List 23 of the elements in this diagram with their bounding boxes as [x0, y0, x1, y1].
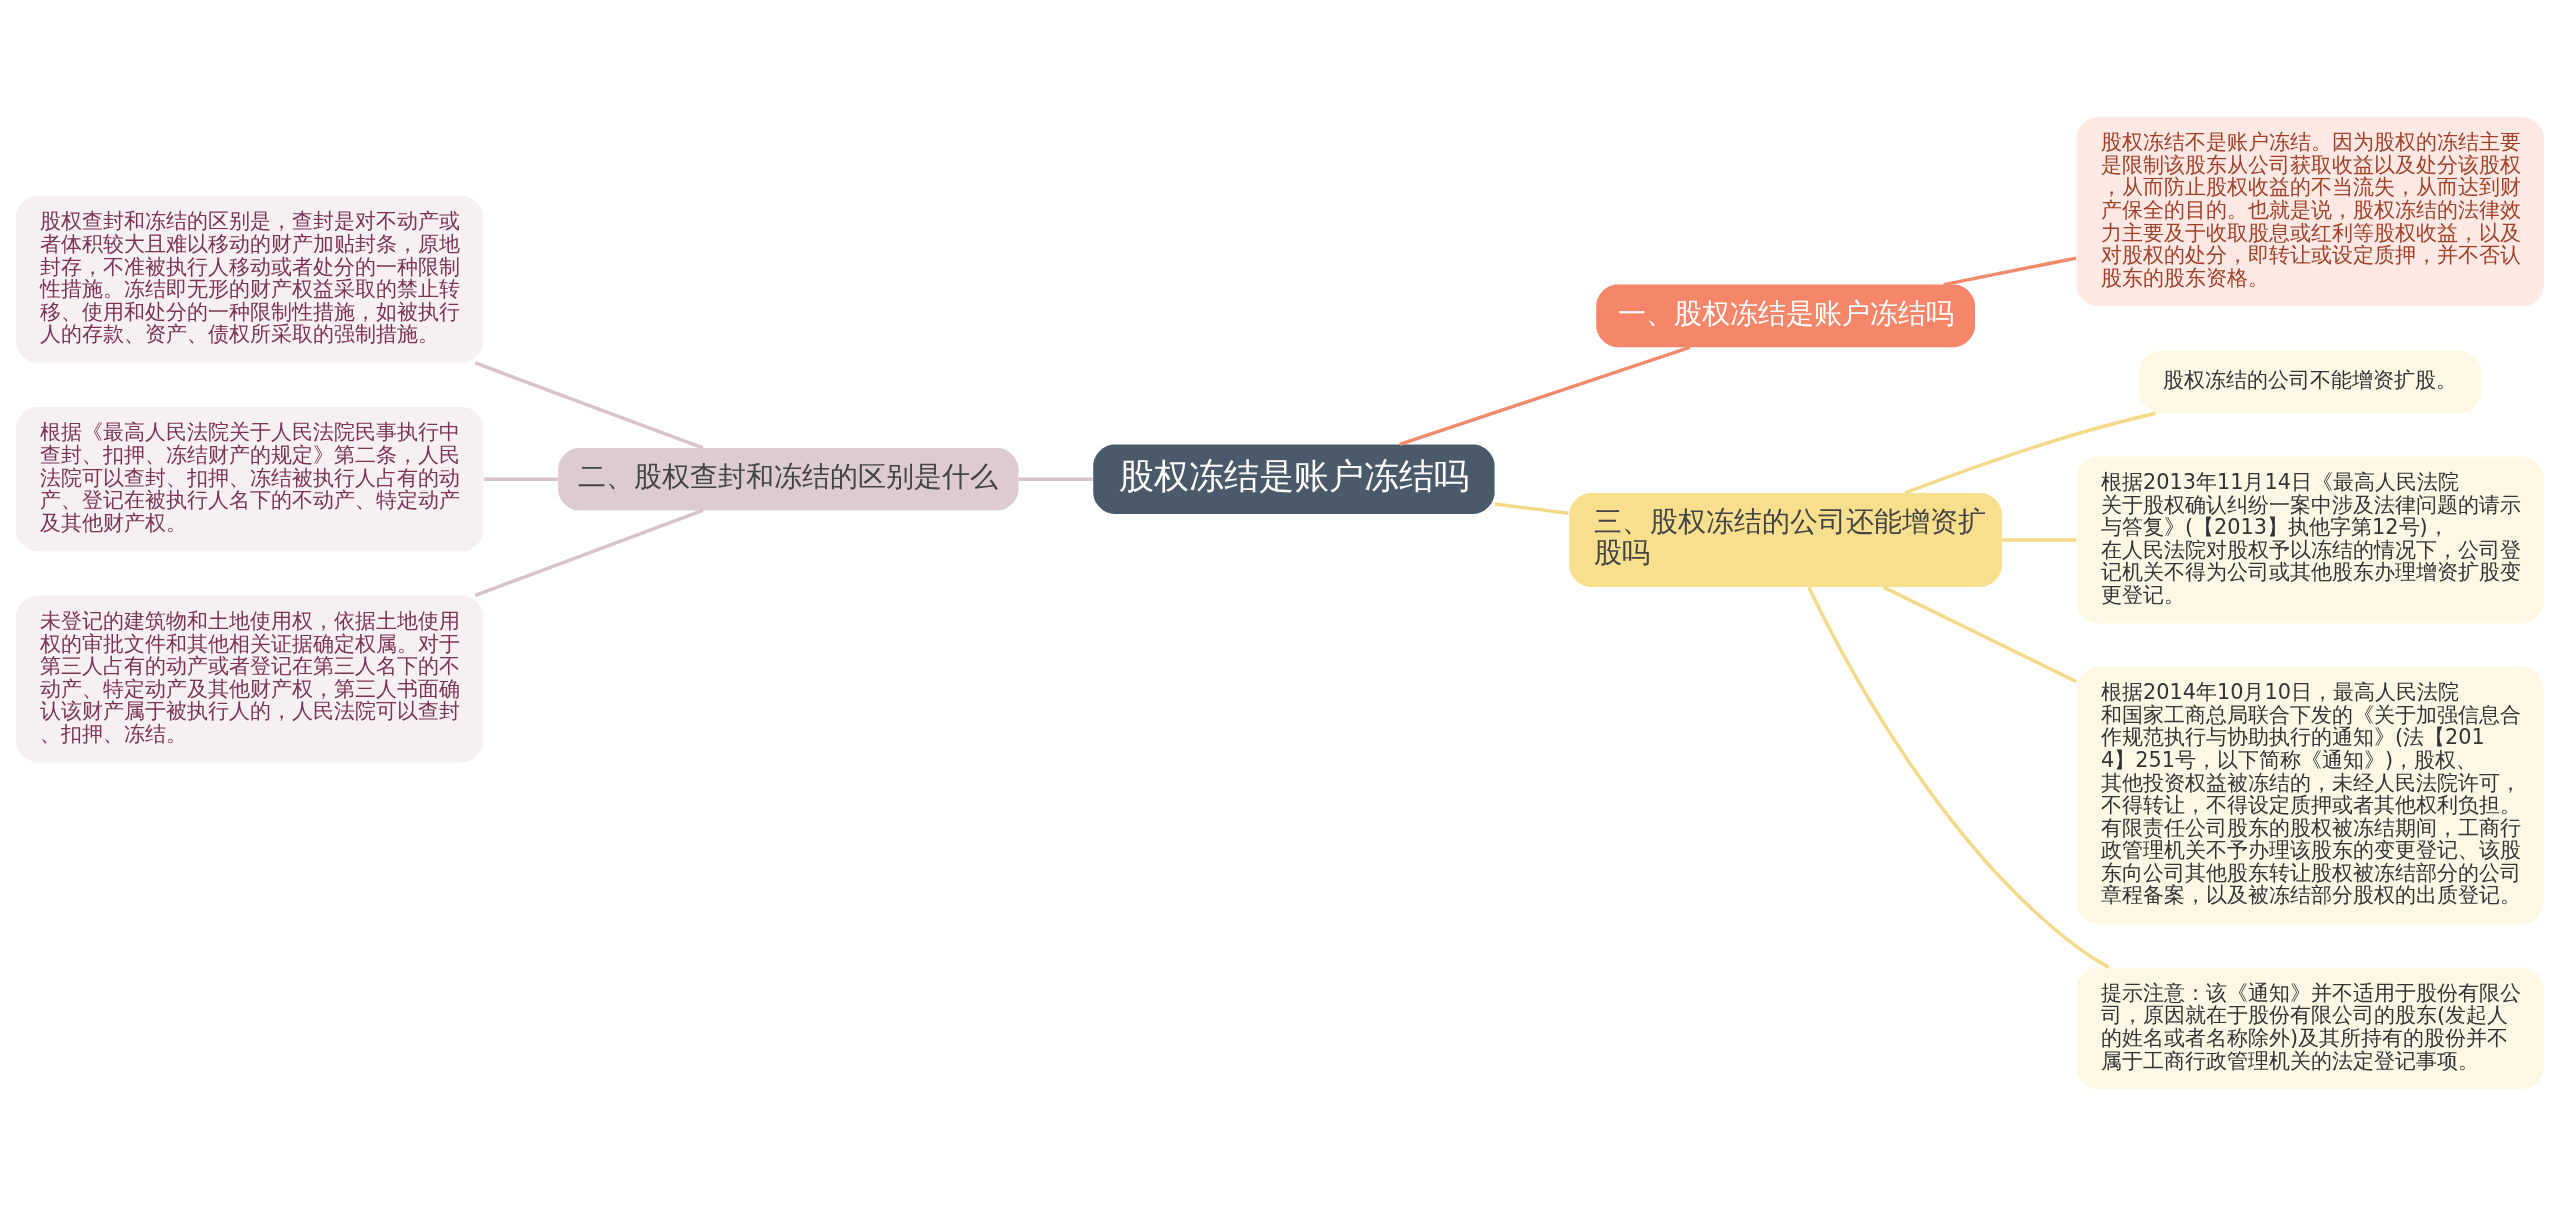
node-box: 根据2014年10月10日，最高人民法院和国家工商总局联合下发的《关于加强信息合作规范执行与协助执行的通知》(法【2014】251号，以下简称《通知》)，股权、其他投资权益被冻结的，未经人民法院许可，不得转让，不得设定质押或者其他权利负担。有限责任公司股东的股权被冻结期间，工商行政管理机关不予办理该股东的变更登记、该股东向公司其他股东转让股权被冻结部分的公司章程备案，以及被冻结部分股权的出质登记。	[2076, 666, 2544, 924]
node-box: 股权冻结是账户冻结吗	[1093, 444, 1495, 514]
connector	[1494, 502, 1569, 515]
connector	[1399, 345, 1691, 446]
node-box: 股权冻结不是账户冻结。因为股权的冻结主要是限制该股东从公司获取收益以及处分该股权，从而防止股权收益的不当流失，从而达到财产保全的目的。也就是说，股权冻结的法律效力主要及于收取股息或红利等股权收益，以及对股权的处分，即转让或设定质押，并不否认股东的股东资格。	[2076, 116, 2544, 307]
node-box: 股权查封和冻结的区别是，查封是对不动产或者体积较大且难以移动的财产加贴封条，原地封存，不准被执行人移动或者处分的一种限制性措施。冻结即无形的财产权益采取的禁止转移、使用和处分的一种限制性措施，如被执行人的存款、资产、债权所采取的强制措施。	[16, 196, 484, 363]
node-box: 三、股权冻结的公司还能增资扩股吗	[1569, 493, 2002, 587]
node-box: 股权冻结的公司不能增资扩股。	[2139, 350, 2482, 414]
node-box: 一、股权冻结是账户冻结吗	[1596, 284, 1975, 348]
connector	[474, 361, 704, 450]
connector	[1019, 477, 1093, 481]
connector	[2002, 538, 2077, 542]
node-box: 根据《最高人民法院关于人民法院民事执行中查封、扣押、冻结财产的规定》第二条，人民法院可以查封、扣押、冻结被执行人占有的动产、登记在被执行人名下的不动产、特定动产及其他财产权。	[16, 407, 484, 552]
connector	[474, 508, 704, 598]
node-box: 提示注意：该《通知》并不适用于股份有限公司，原因就在于股份有限公司的股东(发起人的姓名或者名称除外)及其所持有的股份并不属于工商行政管理机关的法定登记事项。	[2076, 967, 2544, 1090]
node-box: 根据2013年11月14日《最高人民法院关于股权确认纠纷一案中涉及法律问题的请示与答复》(【2013】执他字第12号)，在人民法院对股权予以冻结的情况下，公司登记机关不得为公司或其他股东办理增资扩股变更登记。	[2076, 456, 2544, 624]
connector	[1904, 411, 2157, 495]
node-box: 未登记的建筑物和土地使用权，依据土地使用权的审批文件和其他相关证据确定权属。对于第三人占有的动产或者登记在第三人名下的不动产、特定动产及其他财产权，第三人书面确认该财产属于被执行人的，人民法院可以查封、扣押、冻结。	[16, 595, 484, 763]
connector	[1882, 585, 2078, 684]
connector	[1807, 586, 2110, 969]
node-box: 二、股权查封和冻结的区别是什么	[558, 447, 1019, 511]
connector	[1943, 256, 2077, 287]
connector	[483, 477, 558, 481]
